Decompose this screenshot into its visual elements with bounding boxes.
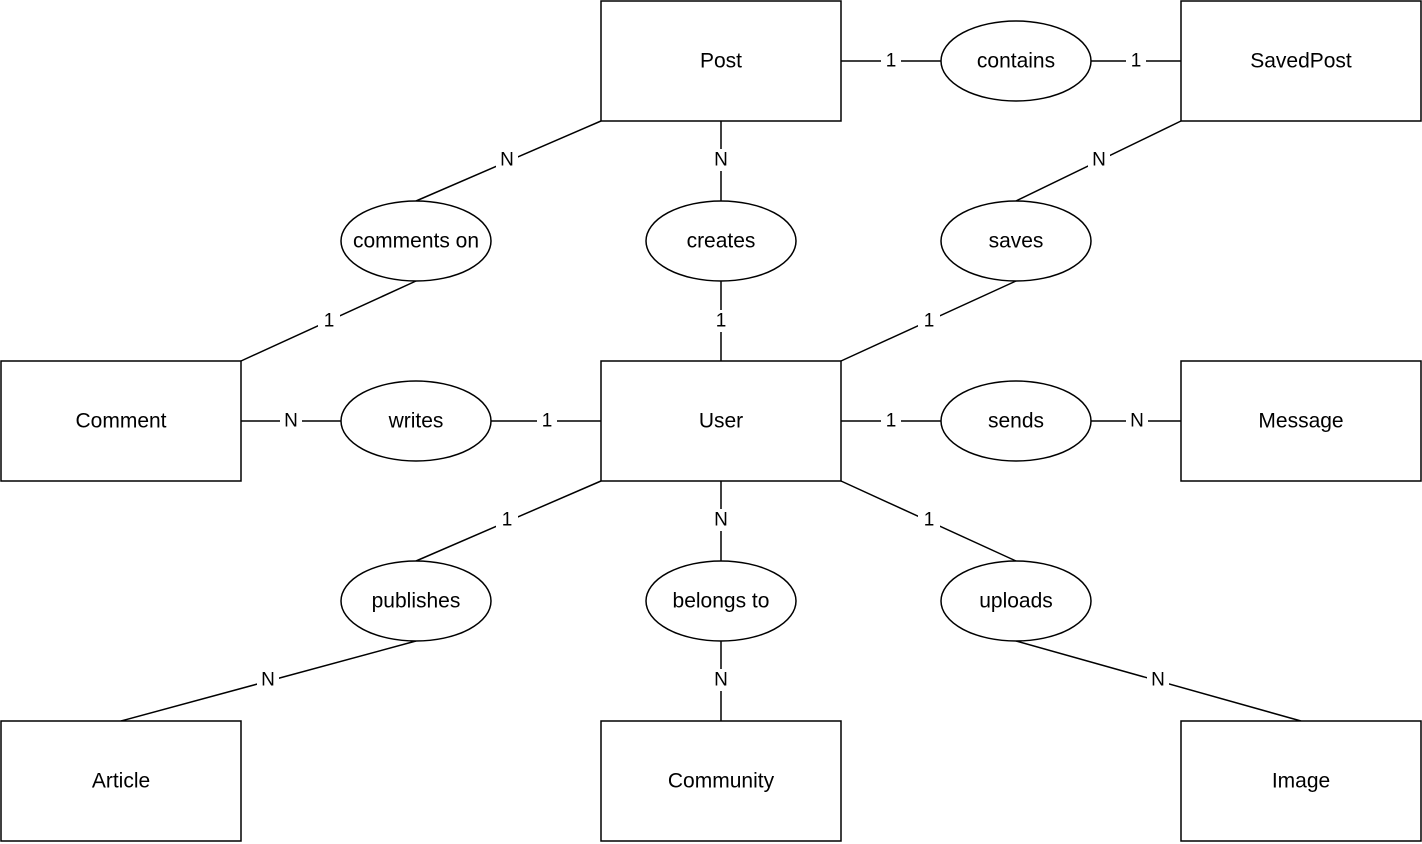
relationship-publishes-label: publishes [372, 590, 461, 613]
cardinality-comments-on-comment: 1 [324, 311, 335, 332]
cardinality-comment-writes: N [284, 411, 298, 432]
cardinality-post-comments-on: N [500, 150, 514, 171]
entity-savedpost-label: SavedPost [1250, 50, 1352, 73]
cardinality-publishes-article: N [261, 670, 275, 691]
entity-message[interactable]: Message [1180, 360, 1422, 482]
entity-post[interactable]: Post [600, 0, 842, 122]
relationship-creates[interactable]: creates [645, 200, 797, 282]
relationship-belongs-to[interactable]: belongs to [645, 560, 797, 642]
entity-user[interactable]: User [600, 360, 842, 482]
entity-article[interactable]: Article [0, 720, 242, 842]
entity-image-label: Image [1272, 770, 1330, 793]
cardinalities: 1 1 N 1 N 1 N 1 N 1 1 N 1 N N N 1 [257, 50, 1169, 691]
relationship-belongs-to-label: belongs to [673, 590, 770, 613]
relationship-uploads-label: uploads [979, 590, 1053, 613]
cardinality-user-uploads: 1 [924, 510, 935, 531]
relationship-contains-label: contains [977, 50, 1055, 73]
entity-article-label: Article [92, 770, 150, 793]
relationship-saves-label: saves [989, 230, 1044, 253]
entity-image[interactable]: Image [1180, 720, 1422, 842]
cardinality-user-belongs-to: N [714, 510, 728, 531]
relationship-creates-label: creates [687, 230, 756, 253]
relationship-contains[interactable]: contains [940, 20, 1092, 102]
relationships: contains comments on creates saves write… [340, 20, 1092, 642]
entity-comment[interactable]: Comment [0, 360, 242, 482]
cardinality-user-publishes: 1 [502, 510, 513, 531]
entity-comment-label: Comment [75, 410, 166, 433]
cardinality-post-contains: 1 [886, 51, 897, 72]
cardinality-uploads-image: N [1151, 670, 1165, 691]
cardinality-post-creates: N [714, 150, 728, 171]
relationship-writes-label: writes [388, 410, 444, 433]
relationship-writes[interactable]: writes [340, 380, 492, 462]
cardinality-user-sends: 1 [886, 411, 897, 432]
entity-community-label: Community [668, 770, 775, 793]
relationship-saves[interactable]: saves [940, 200, 1092, 282]
relationship-comments-on[interactable]: comments on [340, 200, 492, 282]
relationship-sends-label: sends [988, 410, 1044, 433]
cardinality-creates-user: 1 [716, 311, 727, 332]
cardinality-belongs-to-community: N [714, 670, 728, 691]
cardinality-savedpost-saves: N [1092, 150, 1106, 171]
relationship-publishes[interactable]: publishes [340, 560, 492, 642]
entity-savedpost[interactable]: SavedPost [1180, 0, 1422, 122]
relationship-uploads[interactable]: uploads [940, 560, 1092, 642]
entity-user-label: User [699, 410, 743, 433]
entity-message-label: Message [1258, 410, 1343, 433]
entity-community[interactable]: Community [600, 720, 842, 842]
entity-post-label: Post [700, 50, 742, 73]
cardinality-saves-user: 1 [924, 311, 935, 332]
cardinality-writes-user: 1 [542, 411, 553, 432]
relationship-comments-on-label: comments on [353, 230, 479, 253]
cardinality-contains-savedpost: 1 [1131, 51, 1142, 72]
relationship-sends[interactable]: sends [940, 380, 1092, 462]
cardinality-sends-message: N [1130, 411, 1144, 432]
